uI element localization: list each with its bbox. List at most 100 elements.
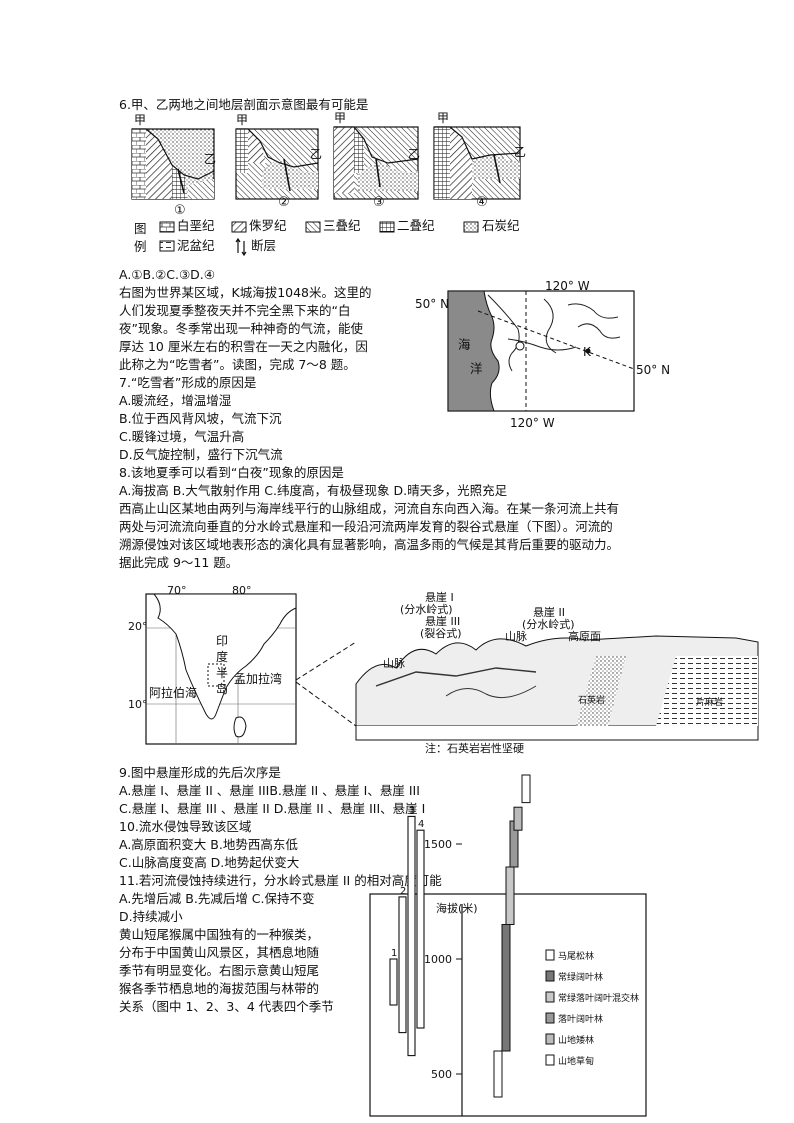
passage911-line-4: 据此完成 9～11 题。	[119, 555, 239, 570]
belt-bar-4	[513, 806, 523, 831]
q10-line2: C.山脉高度变高 D.地势起伏变大	[119, 855, 300, 870]
legend-carboniferous: 石炭纪	[482, 218, 520, 233]
monkey-line-3: 季节有明显变化。右图示意黄山短尾	[119, 963, 320, 978]
india-label-4: 岛	[216, 682, 229, 696]
section-panel-4	[433, 126, 521, 200]
cliff1-label: 悬崖 I	[425, 591, 454, 604]
section-panel-1	[131, 128, 215, 200]
india-label-1: 印	[216, 634, 229, 648]
monkey-line-2: 分布于中国黄山风景区，其栖息地随	[119, 945, 320, 960]
map-lat-right: 50° N	[636, 363, 671, 377]
india-lon-70: 70°	[167, 584, 187, 597]
legend-label-0: 马尾松林	[558, 950, 594, 962]
panel-2-number: ②	[278, 195, 290, 210]
q10-stem: 10.流水侵蚀导致该区域	[119, 819, 252, 834]
panel-3-right-label: 乙	[408, 147, 421, 161]
q10-line1: A.高原面积变大 B.地势西高东低	[119, 837, 298, 852]
cliff2-label: 悬崖 II	[533, 606, 565, 619]
rock2-label: 片麻岩	[696, 698, 724, 708]
legend-swatch-4	[545, 1033, 555, 1045]
monkey-line-4: 猴各季节栖息地的海拔范围与林带的	[119, 981, 320, 996]
belt-bar-1	[501, 924, 511, 1052]
map-lat-left: 50° N	[415, 297, 450, 311]
legend-triassic: 三叠纪	[323, 218, 361, 233]
mountain-right-label: 山脉	[505, 630, 527, 643]
legend-label-5: 山地草甸	[558, 1055, 594, 1067]
q6-stem: 6.甲、乙两地之间地层剖面示意图最有可能是	[119, 97, 369, 112]
passage78-line-1: 右图为世界某区域，K城海拔1048米。这里的	[119, 285, 372, 300]
india-label-3: 半	[216, 666, 229, 680]
q11-line2: D.持续减小	[119, 909, 183, 924]
y-tick-label: 1500	[424, 838, 452, 851]
india-map	[145, 593, 297, 745]
legend-swatch-3	[545, 1012, 555, 1024]
map-city-k: K	[583, 345, 591, 359]
legend-swatch-5	[545, 1054, 555, 1066]
panel-2-left-label: 甲	[236, 113, 249, 127]
legend-permian: 二叠纪	[397, 218, 435, 233]
q6-options: A.①B.②C.③D.④	[119, 267, 215, 282]
q7-stem: 7.“吃雪者”形成的原因是	[119, 375, 257, 390]
legend-label-3: 落叶阔叶林	[558, 1013, 603, 1025]
block-note: 注：石英岩岩性坚硬	[425, 742, 524, 755]
q8-stem: 8.该地夏季可以看到“白夜”现象的原因是	[119, 465, 344, 480]
arabian-sea-label: 阿拉伯海	[149, 686, 198, 700]
legend-label-1: 常绿阔叶林	[558, 971, 603, 983]
legend-jurassic: 侏罗纪	[249, 218, 287, 233]
cliff3-label: 悬崖 III	[425, 615, 461, 628]
legend-devonian: 泥盆纪	[177, 238, 215, 253]
passage911-line-1: 西高止山区某地由两列与海岸线平行的山脉组成，河流自东向西入海。在某一条河流上共有	[119, 501, 620, 516]
q6-cross-sections	[131, 126, 521, 200]
cliff2-sub: (分水岭式)	[522, 618, 575, 631]
map-lon-bottom: 120° W	[510, 416, 555, 430]
legend-swatch-1	[545, 970, 555, 982]
map-ocean-1: 海	[458, 337, 471, 352]
rock1-label: 石英岩	[578, 696, 606, 706]
cliff1-sub: (分水岭式)	[400, 603, 453, 616]
q9-stem: 9.图中悬崖形成的先后次序是	[119, 765, 281, 780]
season-label-4: 4	[418, 819, 424, 830]
season-label-1: 1	[391, 948, 397, 959]
india-lon-80: 80°	[232, 584, 252, 597]
india-label-2: 度	[216, 650, 229, 664]
belt-bar-5	[521, 774, 531, 804]
legend-swatch-2	[545, 991, 555, 1003]
q9-line1: A.悬崖 I、悬崖 II 、悬崖 IIIB.悬崖 II 、悬崖 I、悬崖 III	[119, 783, 420, 798]
season-label-2: 2	[400, 886, 406, 897]
q8-options: A.海拔高 B.大气散射作用 C.纬度高，有极昼现象 D.晴天多，光照充足	[119, 483, 508, 498]
map-ocean-2: 洋	[470, 361, 483, 376]
panel-2-right-label: 乙	[310, 147, 323, 161]
mountain-left-label: 山脉	[383, 657, 405, 670]
passage911-line-3: 溯源侵蚀对该区域地表形态的演化具有显著影响，高温多雨的气候是其背后重要的驱动力。	[119, 537, 620, 552]
bengal-bay-label: 孟加拉湾	[234, 672, 283, 686]
belt-bar-0	[493, 1050, 503, 1098]
q7-option-a: A.暖流经，增温增湿	[119, 393, 232, 408]
panel-1-right-label: 乙	[204, 152, 217, 166]
monkey-line-5: 关系（图中 1、2、3、4 代表四个季节	[119, 999, 334, 1014]
season-label-3: 3	[409, 805, 415, 816]
legend-fault: 断层	[251, 238, 277, 253]
panel-4-left-label: 甲	[437, 111, 450, 125]
panel-4-number: ④	[476, 195, 488, 210]
india-lat-20: 20°	[128, 620, 148, 633]
monkey-line-1: 黄山短尾猴属中国独有的一种猴类，	[119, 927, 320, 942]
chart-ylabel: 海拔(米)	[436, 901, 478, 915]
season-bar-1	[389, 958, 398, 1006]
panel-3-left-label: 甲	[334, 111, 347, 125]
q9-line2: C.悬崖 I、悬崖 III 、悬崖 II D.悬崖 II 、悬崖 III、悬崖 …	[119, 801, 426, 816]
legend-label-2: 常绿落叶阔叶混交林	[558, 992, 639, 1004]
section-panel-3	[333, 126, 419, 200]
legend-title-1: 图	[134, 221, 147, 236]
season-bar-2	[398, 896, 407, 1034]
legend-label-4: 山地矮林	[558, 1034, 594, 1046]
q11-line1: A.先增后减 B.先减后增 C.保持不变	[119, 891, 315, 906]
panel-4-right-label: 乙	[514, 145, 527, 159]
legend-swatches	[159, 221, 479, 257]
cliff-block-diagram	[295, 635, 759, 741]
panel-3-number: ③	[373, 195, 385, 210]
passage78-line-5: 此称之为“吃雪者”。读图，完成 7～8 题。	[119, 357, 356, 372]
legend-swatch-0	[545, 949, 555, 961]
season-bar-4	[416, 829, 425, 1029]
q11-stem: 11.若河流侵蚀持续进行，分水岭式悬崖 II 的相对高度可能	[119, 873, 442, 888]
